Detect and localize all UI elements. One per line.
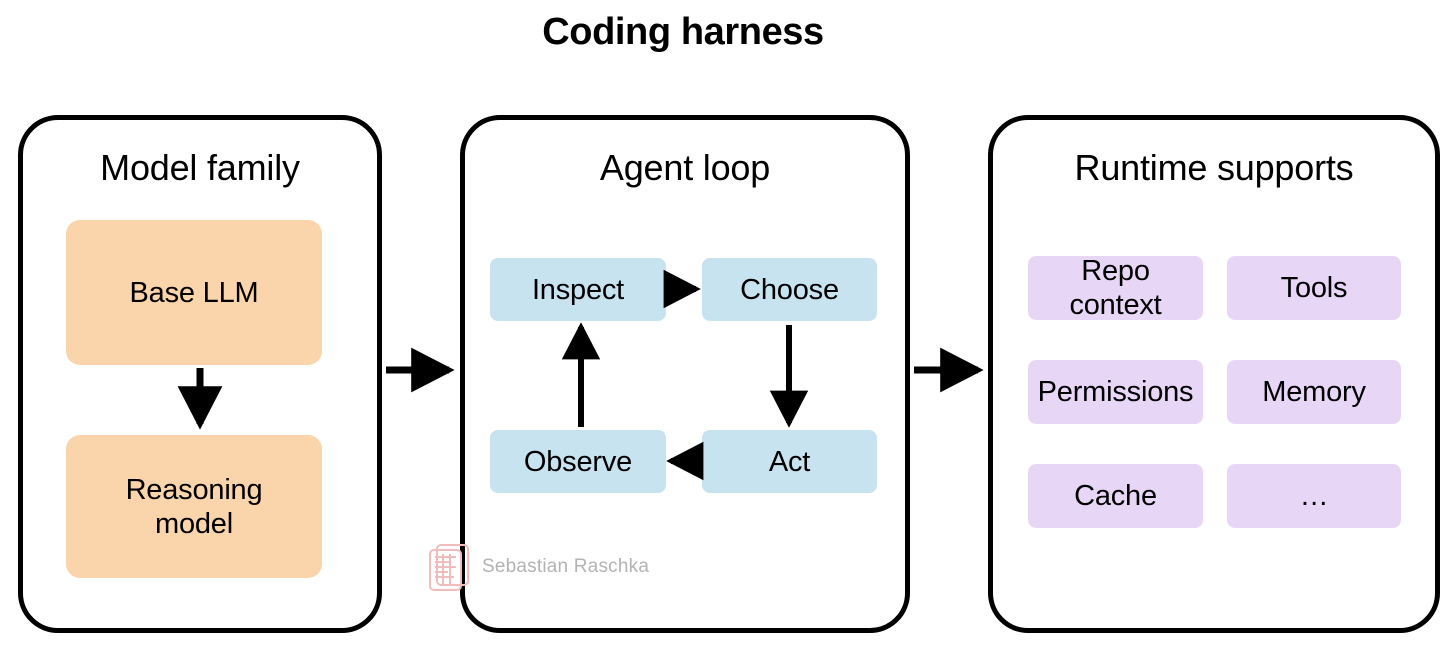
panel-agent-loop: Agent loop Inspect Choose Observe Act xyxy=(460,115,910,633)
node-base-llm[interactable]: Base LLM xyxy=(66,220,322,365)
node-reasoning-model-line1: Reasoning xyxy=(125,473,263,506)
node-tools[interactable]: Tools xyxy=(1227,256,1401,320)
panel-title-agent-loop: Agent loop xyxy=(599,147,771,188)
panel-title-runtime-supports: Runtime supports xyxy=(1074,147,1354,188)
node-ellipsis[interactable]: … xyxy=(1227,464,1401,528)
panel-runtime-supports: Runtime supports Repo context Tools Perm… xyxy=(988,115,1440,633)
node-permissions[interactable]: Permissions xyxy=(1028,360,1203,424)
panel-model-family: Model family Base LLM Reasoning model xyxy=(18,115,382,633)
stacked-cards-logo-icon xyxy=(429,544,469,591)
node-memory[interactable]: Memory xyxy=(1227,360,1401,424)
node-inspect[interactable]: Inspect xyxy=(490,258,666,321)
node-choose[interactable]: Choose xyxy=(702,258,877,321)
node-cache[interactable]: Cache xyxy=(1028,464,1203,528)
node-reasoning-model[interactable]: Reasoning model xyxy=(66,435,322,578)
page-title: Coding harness xyxy=(542,11,824,53)
panel-title-model-family: Model family xyxy=(100,147,300,188)
node-act[interactable]: Act xyxy=(702,430,877,493)
watermark: Sebastian Raschka xyxy=(426,541,649,593)
node-repo-context[interactable]: Repo context xyxy=(1028,255,1203,321)
watermark-text: Sebastian Raschka xyxy=(482,556,650,577)
node-observe[interactable]: Observe xyxy=(490,430,666,493)
node-reasoning-model-line2: model xyxy=(154,507,233,540)
